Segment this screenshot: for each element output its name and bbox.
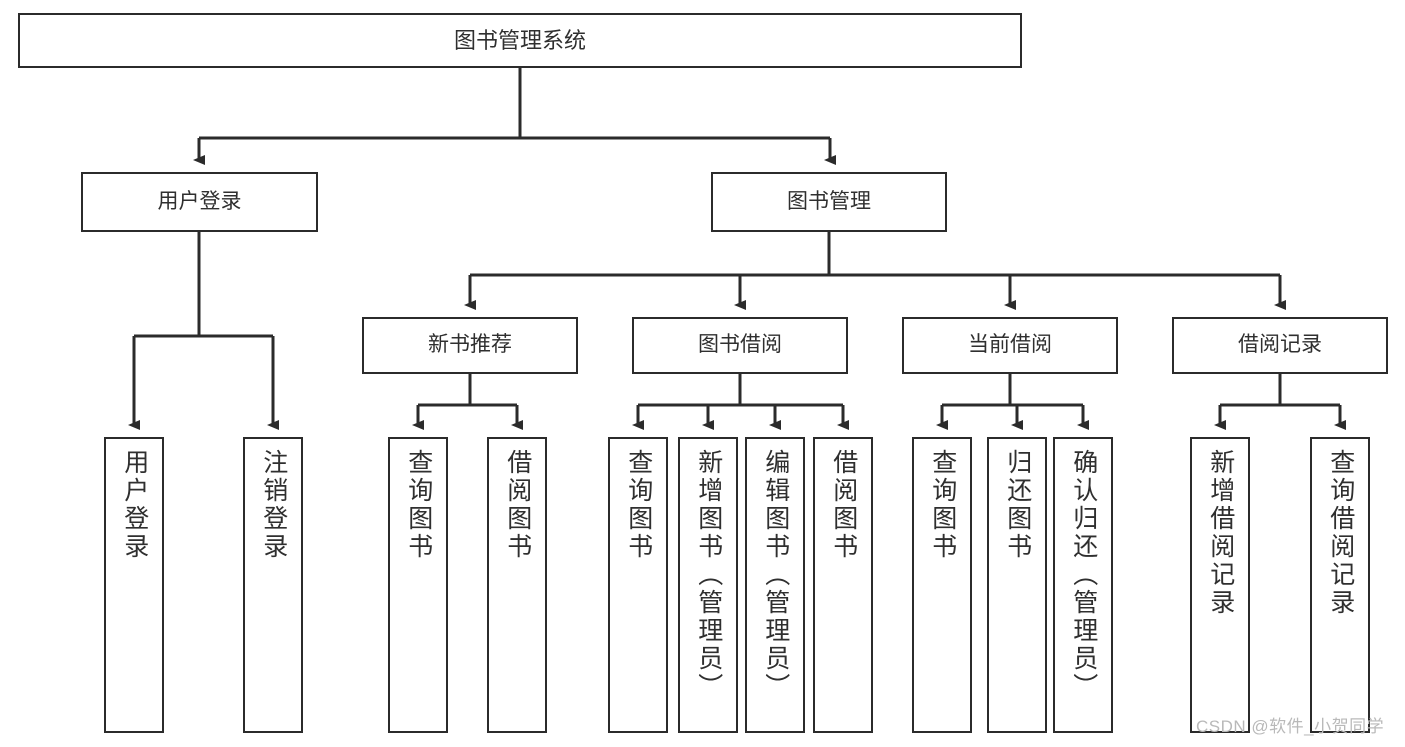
- leaf-edit-book-admin[interactable]: 编辑图书（管理员）: [745, 437, 805, 733]
- leaf-query-borrow-record[interactable]: 查询借阅记录: [1310, 437, 1370, 733]
- node-book-management[interactable]: 图书管理: [711, 172, 947, 232]
- node-current-borrow[interactable]: 当前借阅: [902, 317, 1118, 374]
- csdn-watermark: CSDN @软件_小贺同学: [1196, 717, 1385, 736]
- node-label: 借阅图书: [503, 449, 532, 561]
- node-label: 编辑图书（管理员）: [761, 449, 790, 701]
- node-book-borrow[interactable]: 图书借阅: [632, 317, 848, 374]
- leaf-borrow-book[interactable]: 借阅图书: [813, 437, 873, 733]
- node-label: 新书推荐: [428, 333, 512, 357]
- leaf-borrow-book-recommend[interactable]: 借阅图书: [487, 437, 547, 733]
- leaf-query-book-borrow[interactable]: 查询图书: [608, 437, 668, 733]
- node-label: 查询图书: [624, 449, 653, 561]
- node-borrow-record[interactable]: 借阅记录: [1172, 317, 1388, 374]
- node-label: 确认归还（管理员）: [1069, 449, 1098, 701]
- node-label: 查询图书: [928, 449, 957, 561]
- node-label: 新增图书（管理员）: [694, 449, 723, 701]
- node-label: 借阅图书: [829, 449, 858, 561]
- node-label: 查询图书: [404, 449, 433, 561]
- leaf-query-book-current[interactable]: 查询图书: [912, 437, 972, 733]
- node-label: 用户登录: [157, 189, 242, 213]
- node-label: 查询借阅记录: [1326, 449, 1355, 617]
- leaf-query-book-recommend[interactable]: 查询图书: [388, 437, 448, 733]
- node-label: 图书借阅: [698, 333, 782, 357]
- node-label: 用户登录: [120, 449, 149, 561]
- node-label: 归还图书: [1003, 449, 1032, 561]
- node-user-login[interactable]: 用户登录: [81, 172, 318, 232]
- node-label: 注销登录: [259, 449, 288, 561]
- leaf-add-book-admin[interactable]: 新增图书（管理员）: [678, 437, 738, 733]
- leaf-return-book[interactable]: 归还图书: [987, 437, 1047, 733]
- leaf-user-login[interactable]: 用户登录: [104, 437, 164, 733]
- node-new-book-recommend[interactable]: 新书推荐: [362, 317, 578, 374]
- leaf-add-borrow-record[interactable]: 新增借阅记录: [1190, 437, 1250, 733]
- leaf-confirm-return-admin[interactable]: 确认归还（管理员）: [1053, 437, 1113, 733]
- leaf-logout-login[interactable]: 注销登录: [243, 437, 303, 733]
- node-label: 新增借阅记录: [1206, 449, 1235, 617]
- node-label: 图书管理: [787, 189, 871, 213]
- node-label: 图书管理系统: [453, 27, 586, 53]
- node-label: 借阅记录: [1238, 333, 1322, 357]
- node-label: 当前借阅: [968, 333, 1052, 357]
- node-root-system[interactable]: 图书管理系统: [18, 13, 1022, 68]
